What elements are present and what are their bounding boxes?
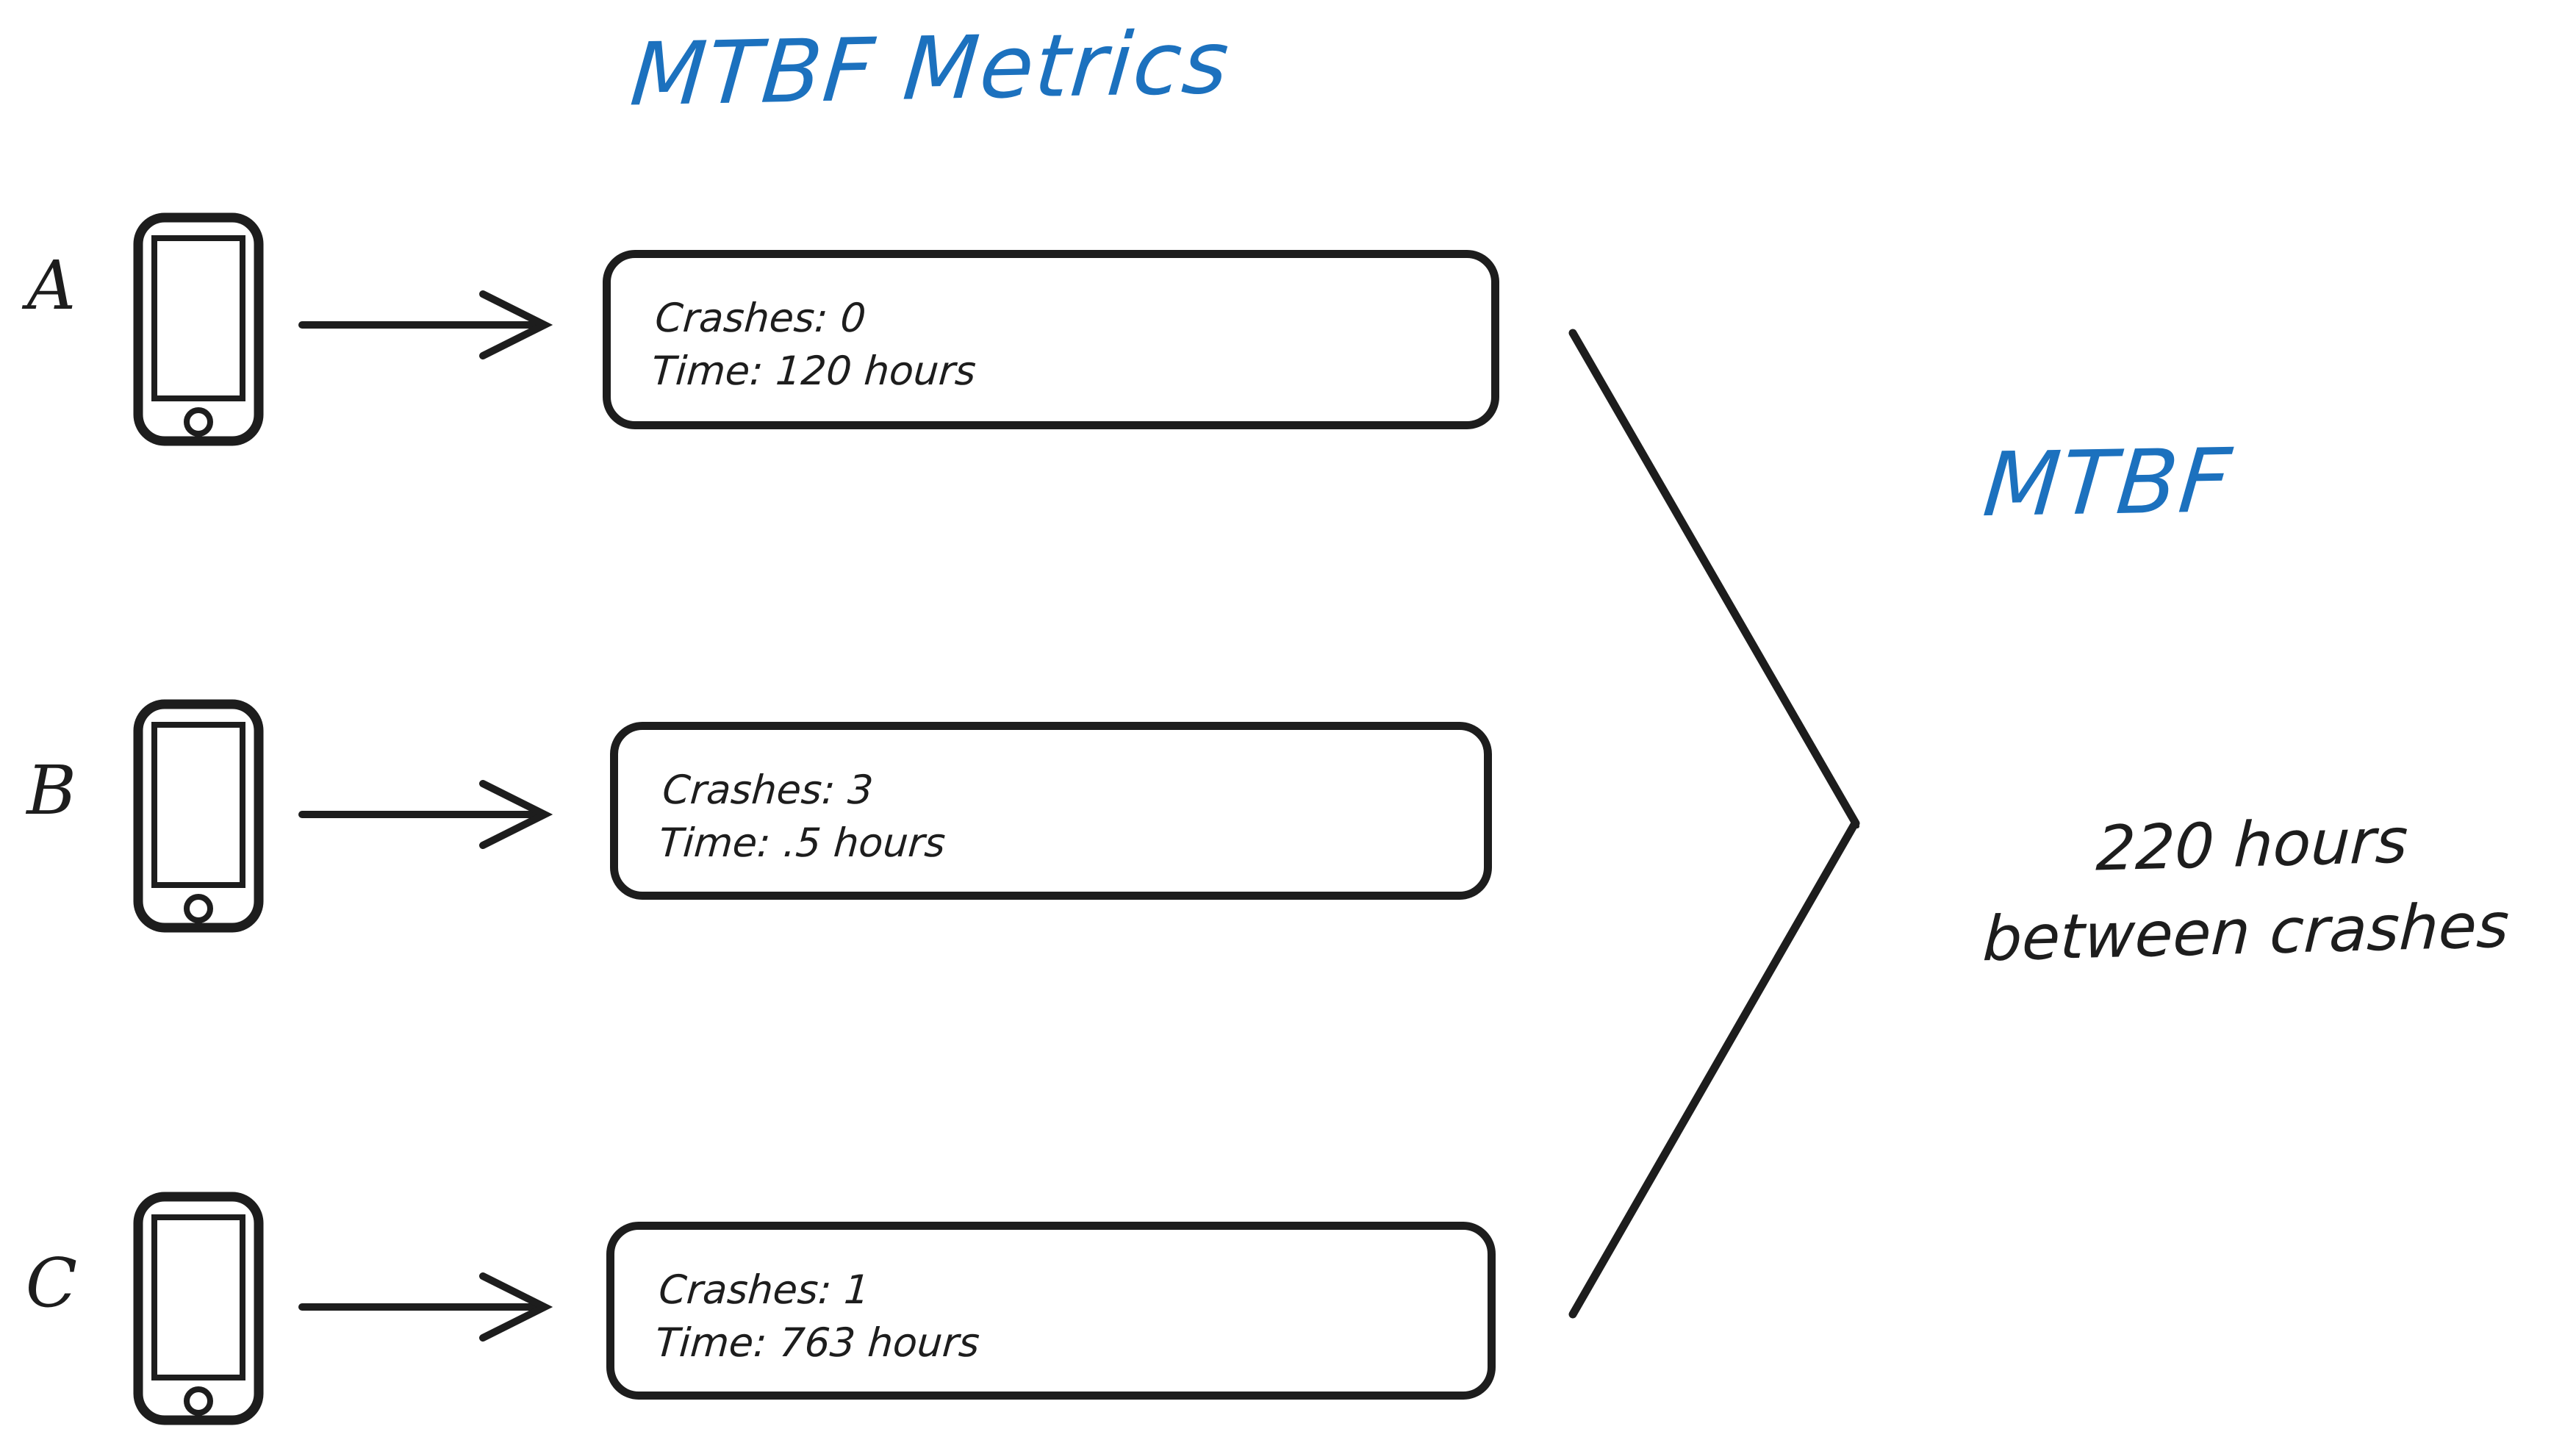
- device-label-b: B: [26, 751, 76, 830]
- arrow-right-icon: [298, 1270, 553, 1347]
- metric-box-a: Crashes: 0 Time: 120 hours: [603, 250, 1499, 429]
- metric-text-b: Crashes: 3 Time: .5 hours: [657, 764, 951, 870]
- metric-text-a: Crashes: 0 Time: 120 hours: [650, 292, 981, 398]
- mobile-phone-icon: [132, 1191, 265, 1429]
- mobile-phone-icon: [132, 212, 265, 450]
- metric-text-c: Crashes: 1 Time: 763 hours: [653, 1264, 985, 1369]
- arrow-right-icon: [298, 778, 553, 854]
- crashes-line-a: Crashes: 0: [653, 295, 868, 341]
- metric-box-c: Crashes: 1 Time: 763 hours: [606, 1222, 1496, 1400]
- page-title: MTBF Metrics: [627, 11, 1234, 126]
- mobile-phone-icon: [132, 698, 265, 936]
- time-line-a: Time: 120 hours: [650, 347, 977, 394]
- device-label-c: C: [25, 1244, 78, 1322]
- mtbf-heading: MTBF: [1979, 430, 2236, 537]
- crashes-line-b: Crashes: 3: [661, 767, 875, 813]
- arrow-right-icon: [298, 288, 553, 365]
- time-line-c: Time: 763 hours: [653, 1319, 981, 1366]
- time-line-b: Time: .5 hours: [657, 819, 947, 866]
- crashes-line-c: Crashes: 1: [657, 1267, 872, 1313]
- mtbf-value-line: 220 hours: [2095, 804, 2410, 885]
- device-label-a: A: [26, 246, 76, 325]
- mtbf-descriptor-line: between crashes: [1981, 889, 2511, 975]
- metric-box-b: Crashes: 3 Time: .5 hours: [610, 722, 1492, 900]
- converging-connector: [1543, 309, 1911, 1355]
- mtbf-result: 220 hours between crashes: [1920, 801, 2576, 977]
